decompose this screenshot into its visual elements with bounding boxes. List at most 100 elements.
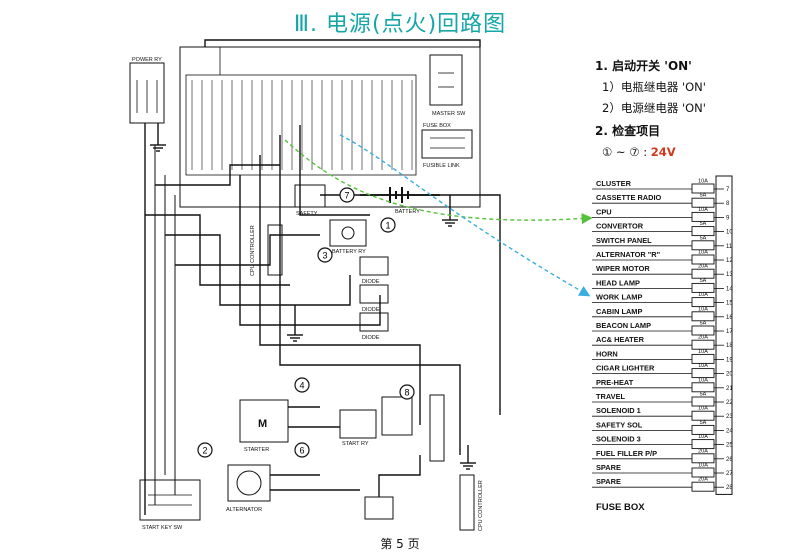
label-battery-ry: BATTERY RY <box>332 249 366 255</box>
fuse-element <box>691 325 715 336</box>
fuse-number: 27 <box>726 471 733 477</box>
fuse-label: SPARE <box>596 463 621 472</box>
fuse-element <box>691 467 715 478</box>
fuse-label: CASSETTE RADIO <box>596 193 662 202</box>
fuse-element <box>691 368 715 379</box>
fuse-amp: 5A <box>700 193 707 199</box>
fuse-amp: 20A <box>698 477 708 483</box>
fuse-label: AC& HEATER <box>596 335 645 344</box>
label-motor-m: M <box>258 418 267 430</box>
fuse-number: 8 <box>726 201 730 207</box>
page-footer: 第 5 页 <box>380 537 420 551</box>
fuse-label: HEAD LAMP <box>596 278 640 287</box>
fuse-amp: 20A <box>698 448 708 454</box>
fuse-label: CPU <box>596 207 612 216</box>
fuse-label: SWITCH PANEL <box>596 236 652 245</box>
label-power-ry: POWER RY <box>132 57 162 63</box>
fuse-element <box>691 410 715 421</box>
marker-8: 8 <box>404 388 409 398</box>
fuse-number: 24 <box>726 428 733 434</box>
fuse-amp: 10A <box>698 292 708 298</box>
fuse-label: WIPER MOTOR <box>596 264 650 273</box>
fuse-number-column <box>715 175 733 495</box>
fuse-amp: 20A <box>698 264 708 270</box>
fuse-amp: 5A <box>700 321 707 327</box>
fuse-element <box>691 339 715 350</box>
fuse-label: CONVERTOR <box>596 222 644 231</box>
fuse-element <box>691 226 715 237</box>
label-fusible-link: FUSIBLE LINK <box>423 163 460 169</box>
fuse-number: 20 <box>726 372 733 378</box>
label-diode-2: DIODE <box>362 307 380 313</box>
fuse-label: BEACON LAMP <box>596 321 651 330</box>
fuse-number: 12 <box>726 258 733 264</box>
fuse-label: SOLENOID 1 <box>596 406 641 415</box>
fuse-number: 23 <box>726 414 733 420</box>
fuse-element <box>691 453 715 464</box>
label-battery: BATTERY <box>395 209 420 215</box>
fuse-label: CABIN LAMP <box>596 307 642 316</box>
fuse-number: 26 <box>726 457 733 463</box>
fuse-number: 21 <box>726 386 733 392</box>
fuse-number: 14 <box>726 286 733 292</box>
fuse-amp: 5A <box>700 221 707 227</box>
fuse-number: 18 <box>726 343 733 349</box>
fuse-number: 9 <box>726 215 730 221</box>
step-1-power-relay: 2）电源继电器 'ON' <box>602 101 706 115</box>
fuse-number: 7 <box>726 187 730 193</box>
fuse-number: 25 <box>726 443 733 449</box>
fuse-element <box>691 481 715 492</box>
step-2-check-items: 2. 检查项目 <box>595 124 661 138</box>
label-master-sw: MASTER SW <box>432 111 466 117</box>
fuse-number: 19 <box>726 357 733 363</box>
label-diode-3: DIODE <box>362 335 380 341</box>
fuse-number: 13 <box>726 272 733 278</box>
page-title: Ⅲ. 电源(点火)回路图 <box>293 12 507 37</box>
marker-2: 2 <box>202 446 207 456</box>
fuse-element <box>691 240 715 251</box>
fuse-number: 15 <box>726 301 733 307</box>
step-1-battery-relay: 1）电瓶继电器 'ON' <box>602 80 706 94</box>
fuse-amp: 10A <box>698 363 708 369</box>
fuse-number: 16 <box>726 315 733 321</box>
fuse-label: CIGAR LIGHTER <box>596 364 655 373</box>
fuse-amp: 5A <box>700 392 707 398</box>
label-start-ry: START RY <box>342 441 369 447</box>
fuse-amp: 10A <box>698 349 708 355</box>
fuse-label: WORK LAMP <box>596 293 642 302</box>
label-diode-1: DIODE <box>362 279 380 285</box>
check-voltage-line: ① ~ ⑦ : 24V <box>602 145 676 159</box>
fuse-label: SPARE <box>596 477 621 486</box>
fuse-label: SOLENOID 3 <box>596 435 641 444</box>
fuse-element <box>691 268 715 279</box>
fuse-number: 11 <box>726 244 733 250</box>
fuse-amp: 20A <box>698 335 708 341</box>
fuse-box-heading: FUSE BOX <box>596 502 645 513</box>
fuse-element <box>691 439 715 450</box>
fuse-number: 28 <box>726 485 733 491</box>
fuse-element <box>691 396 715 407</box>
fuse-element <box>691 311 715 322</box>
fuse-label: FUEL FILLER P/P <box>596 449 657 458</box>
fuse-number: 10 <box>726 230 733 236</box>
fuse-amp: 10A <box>698 207 708 213</box>
fuse-element <box>691 297 715 308</box>
fuse-element <box>691 353 715 364</box>
label-start-key-sw: START KEY SW <box>142 525 183 531</box>
fuse-element <box>691 424 715 435</box>
fuse-element <box>691 254 715 265</box>
fuse-label: CLUSTER <box>596 179 632 188</box>
fuse-amp: 5A <box>700 420 707 426</box>
fuse-amp: 10A <box>698 463 708 469</box>
fuse-amp: 10A <box>698 306 708 312</box>
label-starter: STARTER <box>244 447 269 453</box>
fuse-element <box>691 197 715 208</box>
circuit-diagram: POWER RY FUSE BOX FUSIBLE LINK MASTER SW… <box>129 39 501 531</box>
marker-3: 3 <box>322 251 327 261</box>
check-markers: 1 2 3 4 6 7 8 <box>197 187 415 458</box>
fuse-amp: 10A <box>698 250 708 256</box>
fuse-amp: 5A <box>700 235 707 241</box>
fuse-element <box>691 282 715 293</box>
